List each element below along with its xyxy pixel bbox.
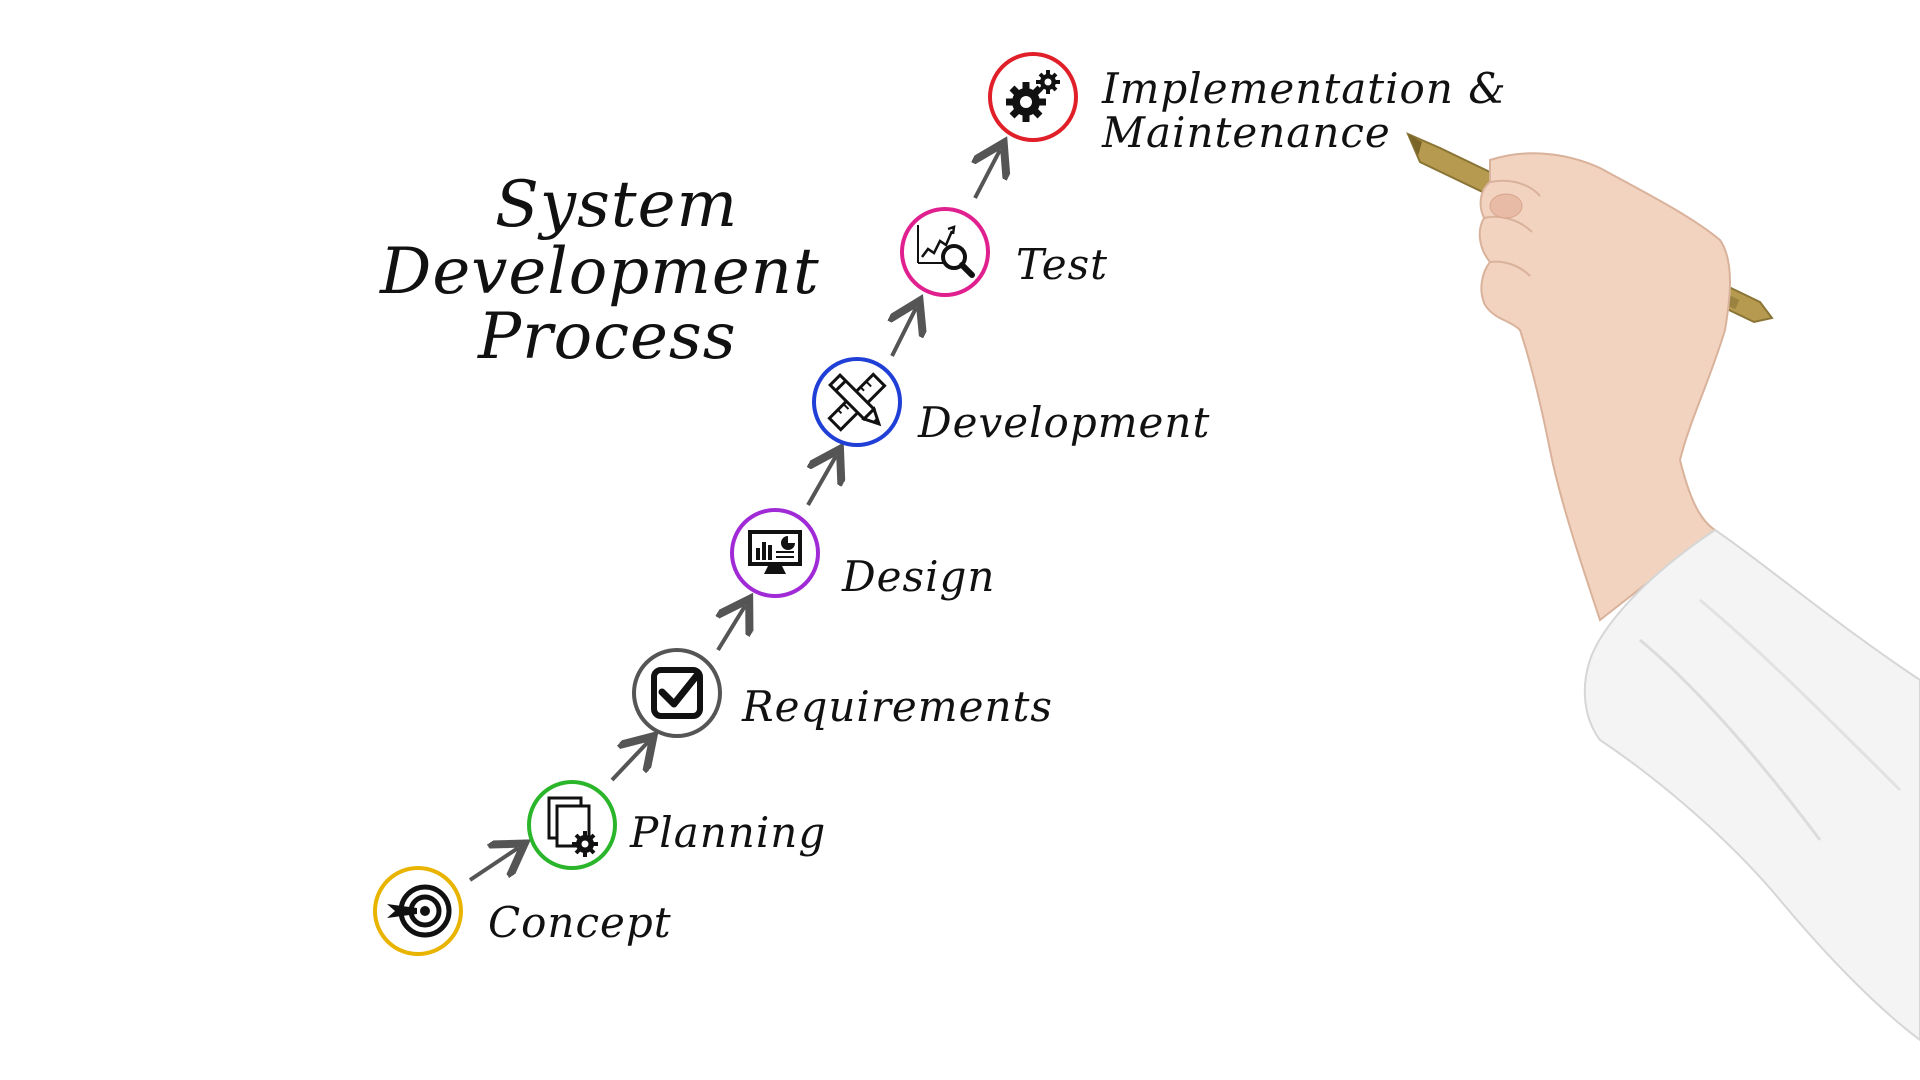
step-planning-label: Planning [630,808,827,857]
step-implementation-label-line1: Implementation & [1102,64,1507,113]
gears-icon [1006,70,1060,122]
step-requirements-label: Requirements [742,682,1053,731]
hand-icon [1478,152,1731,622]
arrow-2 [610,742,648,782]
step-test-label: Test [1016,240,1109,289]
step-implementation-circle [988,52,1078,142]
step-test-circle [900,207,990,297]
step-development-label: Development [918,398,1211,447]
target-icon [387,884,452,938]
monitor-chart-icon [748,530,802,574]
checkbox-icon [651,667,703,719]
pencil-ruler-icon [827,372,887,432]
step-development-circle [812,357,902,447]
arrow-6 [975,150,1000,199]
title-line-1: System [495,168,739,242]
step-concept-label: Concept [488,898,672,947]
step-planning-circle [527,780,617,870]
arrow-3 [718,606,745,652]
arrow-1 [468,848,518,882]
step-design-label: Design [842,552,996,601]
arrow-4 [806,456,836,506]
chart-magnifier-icon [917,225,975,278]
step-implementation-label-line2: Maintenance [1102,108,1391,157]
title-line-2: Development [380,235,820,309]
documents-gear-icon [547,796,598,857]
arrow-5 [892,308,916,357]
step-requirements-circle [632,648,722,738]
sleeve-icon [1583,528,1920,1042]
step-design-circle [730,508,820,598]
title-line-3: Process [478,300,737,374]
step-concept-circle [373,866,463,956]
